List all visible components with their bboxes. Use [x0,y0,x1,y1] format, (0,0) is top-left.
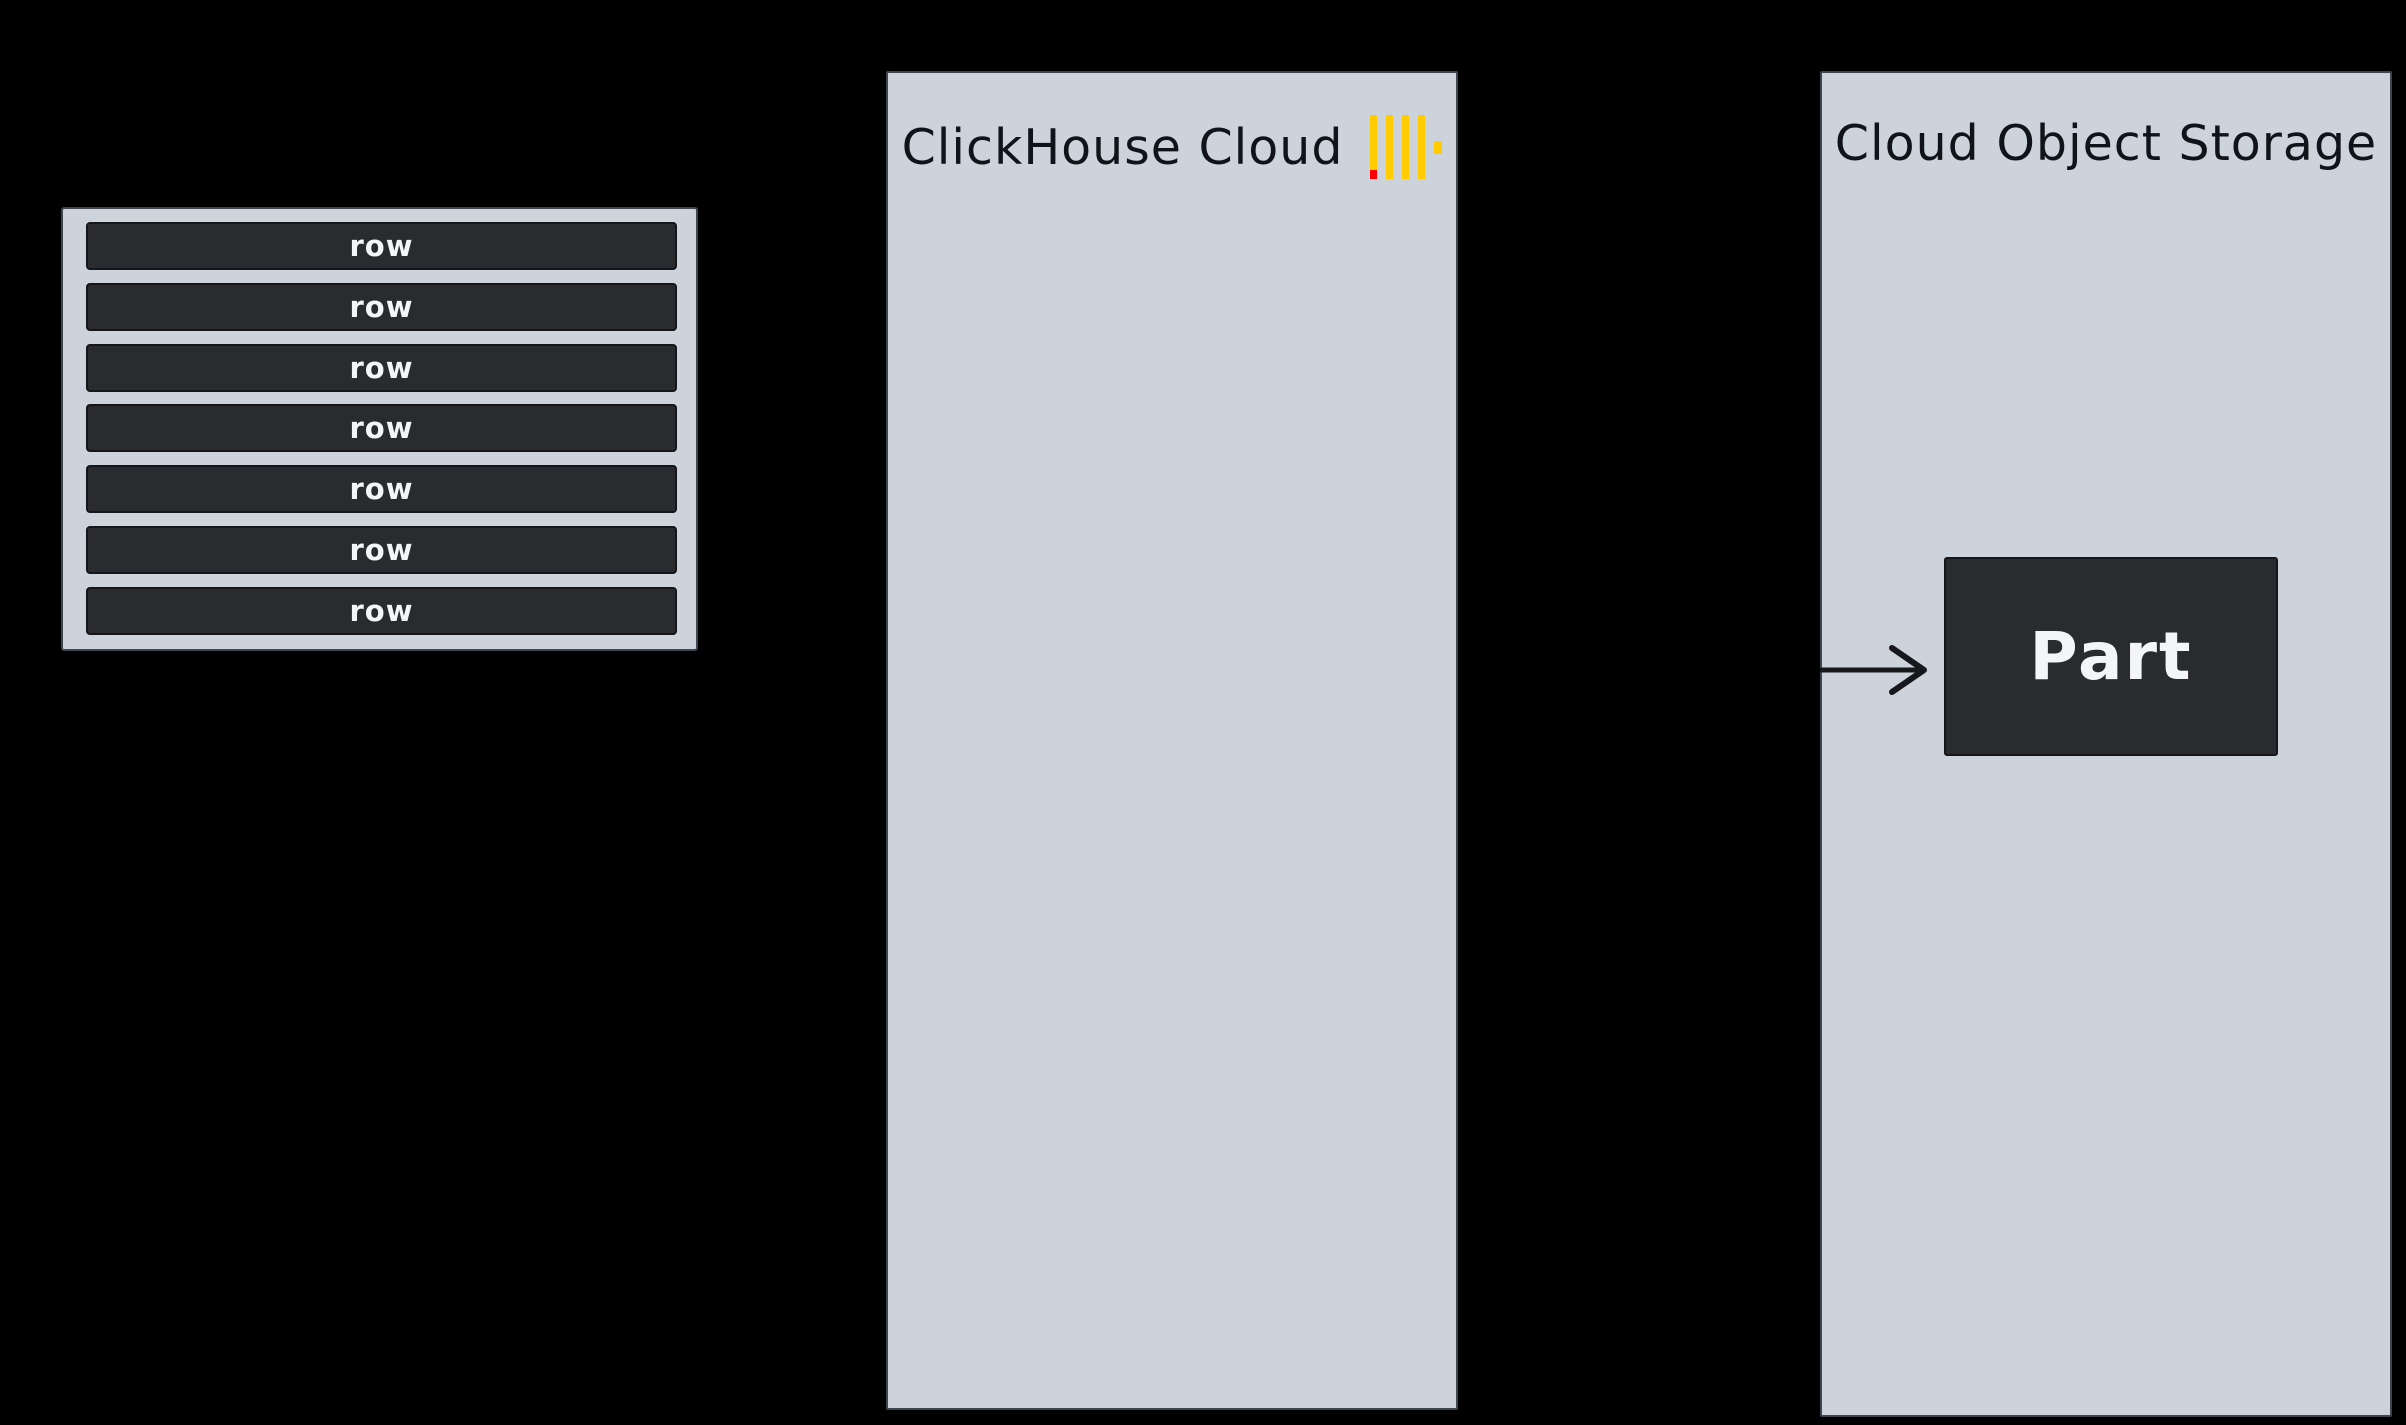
table-row: row [86,526,677,575]
row-label: row [349,229,414,263]
clickhouse-logo-icon [1370,115,1443,179]
logo-bar [1418,115,1426,179]
logo-bar [1386,115,1394,179]
cloud-object-storage-title: Cloud Object Storage [1834,115,2378,172]
table-row: row [86,343,677,392]
row-label: row [349,593,414,628]
clickhouse-cloud-panel: ClickHouse Cloud [886,71,1458,1410]
logo-bar-red [1370,115,1378,179]
cloud-object-storage-panel: Cloud Object Storage Part [1820,71,2392,1417]
table-row: row [86,586,677,635]
right-arrow-icon [1820,645,1927,695]
part-label: Part [2029,618,2193,695]
logo-nub [1434,140,1443,154]
row-label: row [349,472,414,507]
table-row: row [86,465,677,514]
row-label: row [349,350,414,385]
part-box: Part [1944,557,2278,756]
row-label: row [349,411,414,446]
table-row: row [86,222,677,270]
rows-table: row row row row row row row [61,207,698,651]
table-row: row [86,282,677,331]
row-label: row [349,533,414,568]
clickhouse-panel-header: ClickHouse Cloud [888,115,1456,179]
clickhouse-cloud-title: ClickHouse Cloud [901,118,1344,176]
table-row: row [86,404,677,453]
row-label: row [349,289,414,324]
storage-panel-header: Cloud Object Storage [1822,115,2390,172]
logo-bar [1402,115,1410,179]
